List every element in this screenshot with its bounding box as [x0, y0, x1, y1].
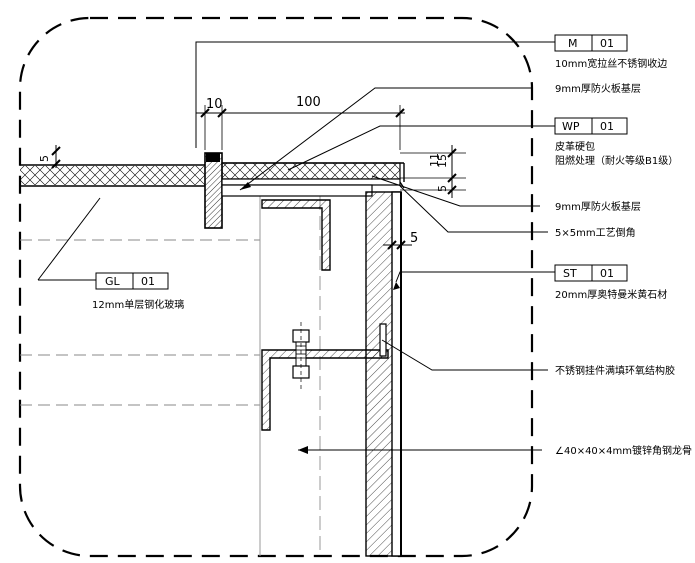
angle-steel-lower — [261, 349, 389, 431]
dim-10-label: 10 — [206, 97, 223, 112]
dim-5-gap-label: 5 — [410, 231, 418, 246]
stainless-hanger — [379, 323, 387, 357]
dim-5-left: 5 — [38, 145, 61, 169]
note-fireboard-2: 9mm厚防火板基层 — [555, 200, 641, 213]
leather-panel — [221, 162, 405, 189]
tag-m01-desc: 10mm宽拉丝不锈钢收边 — [555, 57, 667, 70]
tag-st01: ST 01 20mm厚奥特曼米黄石材 — [554, 264, 667, 301]
tag-wp01-desc2: 阻燃处理（耐火等级B1级） — [555, 154, 678, 167]
note-angle-steel: ∠40×40×4mm镀锌角钢龙骨 — [555, 444, 692, 457]
tag-st01-code: ST — [563, 267, 577, 280]
tag-m01: M 01 10mm宽拉丝不锈钢收边 — [554, 34, 667, 70]
tag-gl01-code: GL — [105, 275, 121, 288]
tag-m01-num: 01 — [600, 37, 614, 50]
tag-wp01-desc1: 皮革硬包 — [555, 140, 595, 153]
dim-5-right-label: 5 — [436, 185, 449, 192]
note-fireboard-1: 9mm厚防火板基层 — [555, 82, 641, 95]
fireboard-layer — [221, 184, 373, 197]
dim-10: 10 — [196, 97, 232, 150]
bolt — [292, 322, 310, 390]
dim-right-stack: 15 5 11 — [400, 145, 466, 198]
note-chamfer: 5×5mm工艺倒角 — [555, 227, 636, 239]
tag-m01-code: M — [568, 37, 578, 50]
dim-100: 100 — [222, 95, 405, 150]
dim-15-label: 15 — [436, 154, 449, 168]
tag-gl01-desc: 12mm单层钢化玻璃 — [92, 298, 184, 311]
angle-steel-top — [261, 199, 331, 271]
tag-wp01-code: WP — [562, 120, 580, 133]
dim-100-label: 100 — [296, 95, 321, 110]
dim-11-label: 11 — [428, 153, 441, 167]
stainless-trim — [204, 152, 223, 229]
leaders — [37, 41, 555, 451]
dim-5-left-label: 5 — [38, 155, 51, 162]
stainless-cap — [206, 153, 220, 162]
detail-boundary — [18, 16, 534, 558]
tag-gl01-num: 01 — [141, 275, 155, 288]
tag-gl01: GL 01 12mm单层钢化玻璃 — [92, 272, 184, 311]
note-adhesive: 不锈钢挂件满填环氧结构胶 — [555, 364, 675, 377]
glass-panel — [20, 164, 205, 187]
tag-st01-num: 01 — [600, 267, 614, 280]
tag-wp01-num: 01 — [600, 120, 614, 133]
tag-wp01: WP 01 皮革硬包 阻燃处理（耐火等级B1级） — [554, 117, 678, 167]
dim-5-gap: 5 — [383, 231, 418, 250]
tag-st01-desc: 20mm厚奥特曼米黄石材 — [555, 288, 667, 301]
arrowheads — [240, 182, 400, 454]
